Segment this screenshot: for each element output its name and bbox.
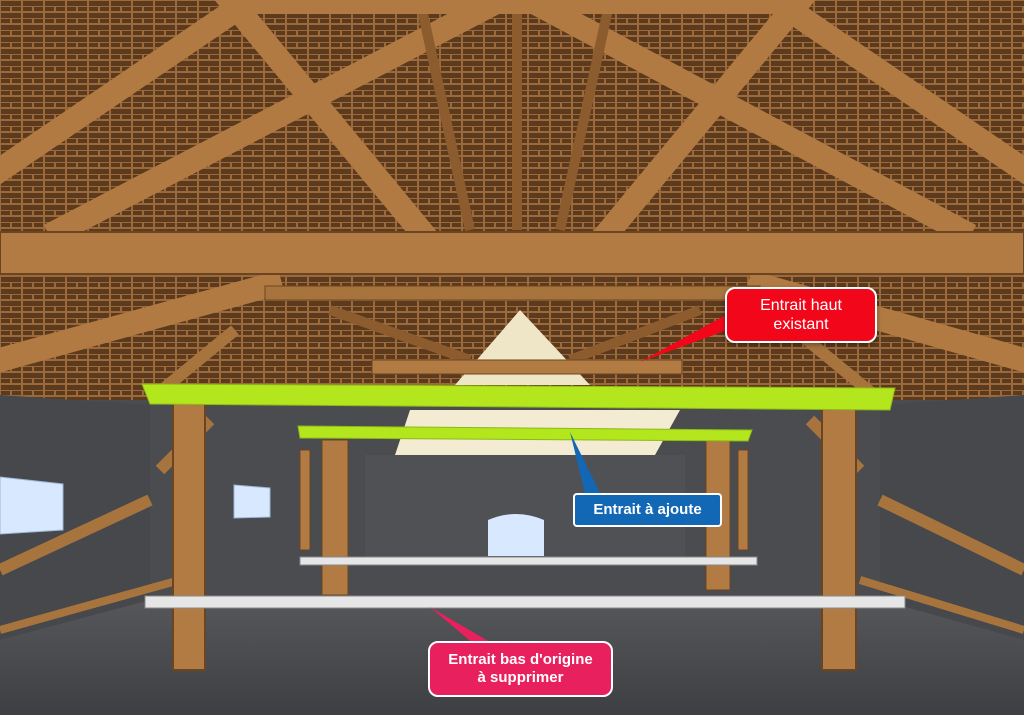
- main-tie-beam: [0, 231, 1024, 275]
- original-low-tie-beam: [144, 595, 906, 609]
- roof-purlins: [328, 0, 702, 365]
- rear-low-tie-beam: [299, 556, 758, 566]
- window-back: [488, 514, 544, 556]
- ridge-beam-top: [250, 0, 775, 14]
- floor-rails: [0, 576, 1024, 634]
- callout-original-low-tie-beam: Entrait bas d'origine à supprimer: [428, 641, 613, 697]
- callout-existing-top-tie-beam: Entrait haut existant: [725, 287, 877, 343]
- added-tie-beam-front: [141, 383, 896, 411]
- callout-added-tie-beam: Entrait à ajoute: [573, 493, 722, 527]
- added-tie-beam-rear: [297, 425, 753, 442]
- left-wall: [0, 395, 150, 640]
- pointer-blue: [570, 432, 600, 493]
- window-left-2: [233, 484, 271, 519]
- secondary-beam: [264, 285, 761, 301]
- right-wall: [880, 395, 1024, 640]
- existing-top-tie-beam: [371, 359, 683, 375]
- window-left: [0, 476, 64, 535]
- pointer-pink: [430, 607, 495, 645]
